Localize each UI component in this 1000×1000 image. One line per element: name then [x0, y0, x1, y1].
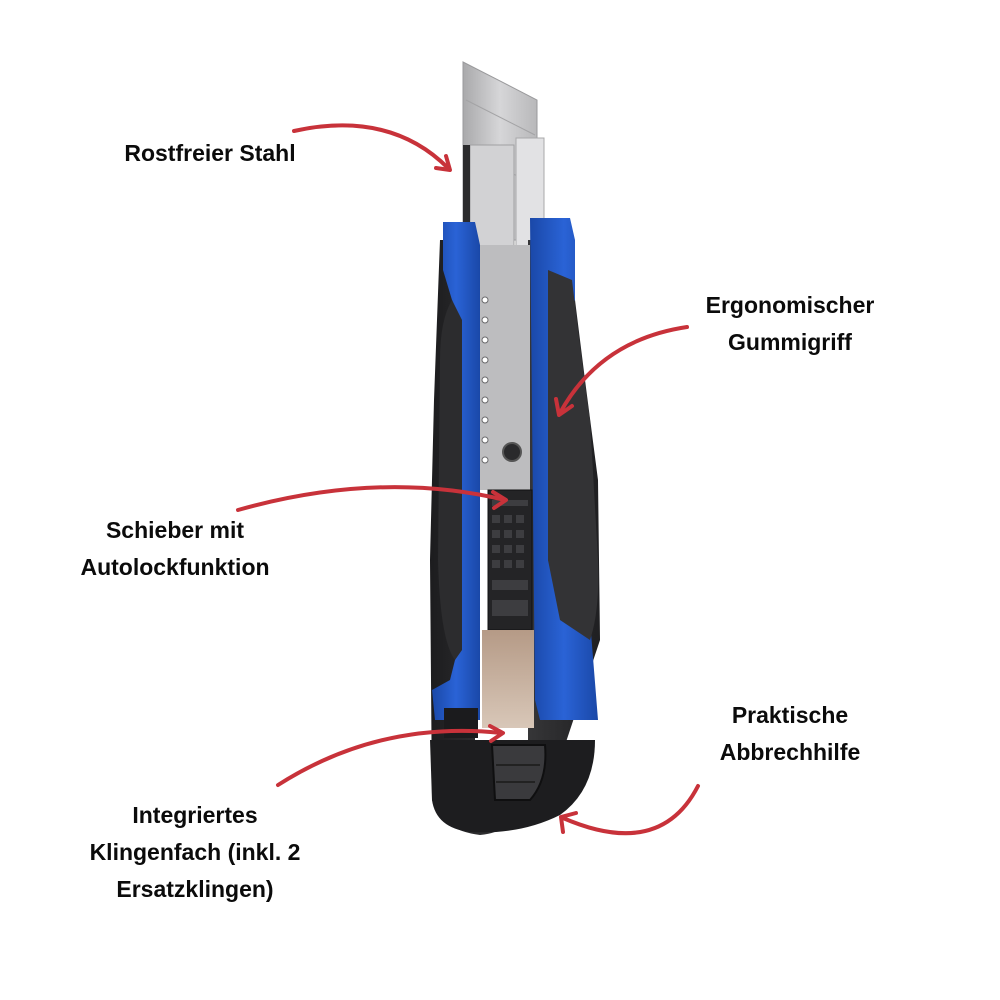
callout-text: Autolockfunktion	[80, 554, 270, 580]
callout-text: Abbrechhilfe	[719, 739, 861, 765]
blade-compartment	[444, 708, 478, 738]
blade-teeth	[481, 296, 489, 464]
snap-off-slot	[490, 744, 547, 801]
callout-stainless-steel: Rostfreier Stahl	[100, 135, 320, 172]
callout-text: Integriertes	[132, 802, 258, 828]
callout-text: Ergonomischer	[705, 292, 875, 318]
blue-rail-right	[530, 218, 598, 720]
callout-text: Gummigriff	[728, 329, 852, 355]
callout-text: Klingenfach (inkl. 2	[89, 839, 301, 865]
callout-text: Ersatzklingen)	[116, 876, 274, 902]
rubber-grip-right	[548, 270, 599, 640]
callout-rubber-grip: Ergonomischer Gummigriff	[680, 287, 900, 361]
callout-text: Praktische	[731, 702, 849, 728]
callout-text: Schieber mit	[105, 517, 245, 543]
callout-blade-compartment: Integriertes Klingenfach (inkl. 2 Ersatz…	[60, 797, 330, 908]
callout-text: Rostfreier Stahl	[124, 140, 296, 166]
rubber-grip-left	[438, 300, 462, 660]
blue-rail-left	[432, 222, 480, 720]
screw	[502, 442, 522, 462]
spare-blade-window	[482, 630, 534, 728]
callout-snap-off-aid: Praktische Abbrechhilfe	[690, 697, 890, 771]
slider	[487, 489, 533, 631]
callout-slider: Schieber mit Autolockfunktion	[55, 512, 295, 586]
